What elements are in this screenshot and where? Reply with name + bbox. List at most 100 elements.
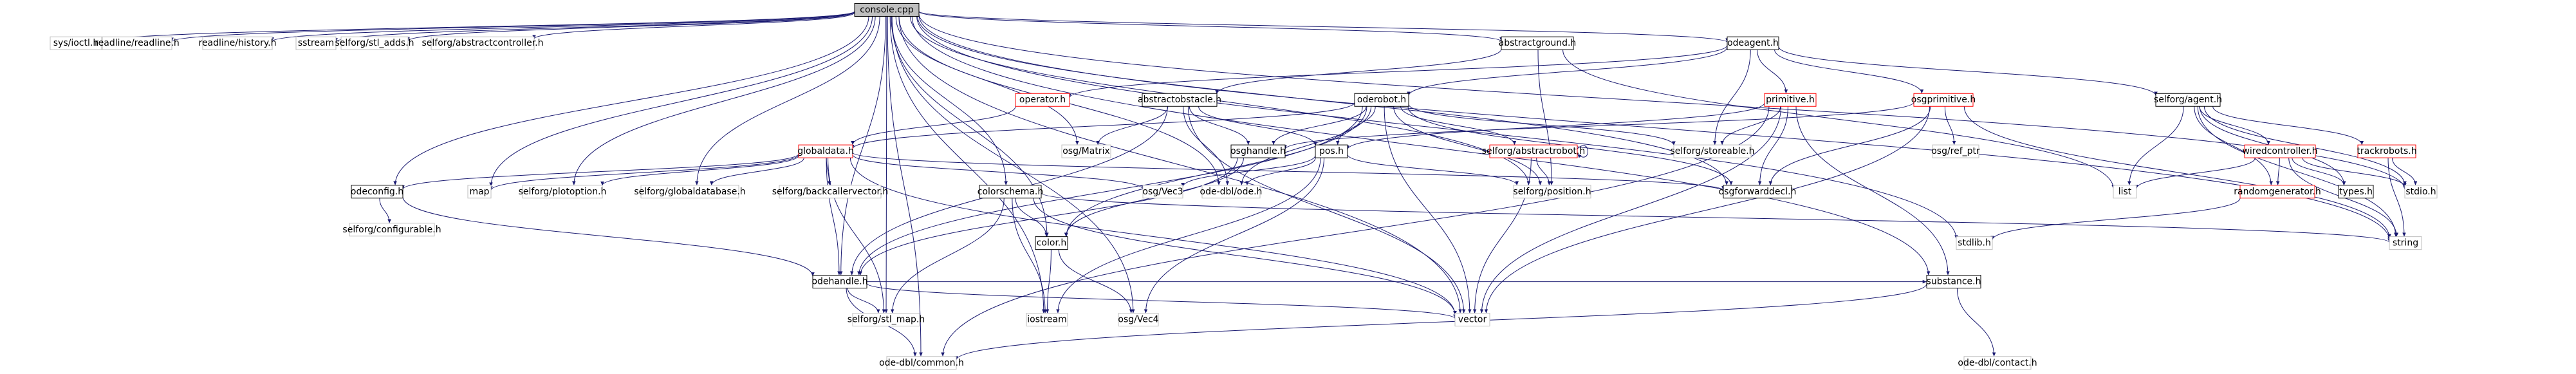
node-list[interactable]: list — [2113, 185, 2137, 199]
node-abstractground[interactable]: abstractground.h — [1499, 36, 1577, 50]
node-label: stdio.h — [2405, 187, 2436, 197]
node-stdio[interactable]: stdio.h — [2404, 185, 2438, 199]
node-box — [467, 185, 492, 199]
edge-colorschema-to-vector — [1033, 198, 1457, 315]
node-stlmap[interactable]: selforg/stl_map.h — [848, 313, 925, 327]
node-osgforwarddecl[interactable]: osgforwarddecl.h — [1719, 185, 1797, 199]
node-label: osg/Vec3 — [1142, 187, 1183, 197]
node-box — [1764, 93, 1817, 107]
edge-globaldata-to-odeconfig — [401, 153, 799, 190]
node-box — [979, 185, 1042, 199]
node-vector[interactable]: vector — [1454, 313, 1490, 327]
edge-abstractrobot-to-abstractrobot — [1577, 145, 1588, 158]
node-box — [1913, 93, 1974, 107]
node-osgprimitive[interactable]: osgprimitive.h — [1911, 93, 1976, 107]
node-label: osg/Matrix — [1062, 146, 1110, 156]
node-backcaller[interactable]: selforg/backcallervector.h — [772, 185, 889, 199]
node-box — [1489, 144, 1578, 158]
node-substance[interactable]: substance.h — [1926, 275, 1981, 289]
edge-osgprimitive-to-vector — [1484, 106, 1931, 313]
node-abstractrobot[interactable]: selforg/abstractrobot.h — [1482, 144, 1585, 158]
node-abstractcontroller[interactable]: selforg/abstractcontroller.h — [422, 36, 544, 50]
node-abstractobstacle[interactable]: abstractobstacle.h — [1138, 93, 1221, 107]
node-selforgagent[interactable]: selforg/agent.h — [2154, 93, 2222, 107]
node-posh[interactable]: pos.h — [1315, 144, 1348, 158]
node-osgmatrix[interactable]: osg/Matrix — [1061, 144, 1111, 158]
node-typesh[interactable]: types.h — [2338, 185, 2374, 199]
node-wiredcontroller[interactable]: wiredcontroller.h — [2242, 144, 2318, 158]
node-odeagent[interactable]: odeagent.h — [1727, 36, 1779, 50]
edge-odeagent-to-primitive — [1757, 50, 1788, 94]
node-primitive[interactable]: primitive.h — [1764, 93, 1817, 107]
node-box — [1354, 93, 1409, 107]
node-label: primitive.h — [1766, 95, 1815, 105]
node-box — [1956, 236, 1993, 250]
node-osgref[interactable]: osg/ref_ptr — [1931, 144, 1980, 158]
edge-console-to-iostream — [889, 16, 1046, 313]
node-box — [1201, 185, 1261, 199]
node-odeconfig[interactable]: odeconfig.h — [351, 185, 403, 199]
node-history[interactable]: readline/history.h — [199, 36, 277, 50]
edge-oderobot-to-abstractrobot — [1400, 106, 1517, 145]
node-label: colorschema.h — [978, 187, 1044, 197]
node-odecommon[interactable]: ode-dbl/common.h — [879, 356, 964, 370]
edge-primitive-to-osgforwarddecl — [1757, 106, 1788, 185]
edge-posh-to-odedeode — [1245, 158, 1316, 185]
edge-console-to-stladds — [406, 12, 855, 42]
node-stdlib[interactable]: stdlib.h — [1956, 236, 1993, 250]
edge-randomgen-to-stdlib — [1990, 198, 2241, 241]
node-label: readline/readline.h — [95, 38, 180, 48]
node-box — [50, 36, 102, 50]
node-oderobot[interactable]: oderobot.h — [1354, 93, 1409, 107]
node-box — [852, 313, 920, 327]
edge-abstractobstacle-to-osgmatrix — [1096, 106, 1169, 145]
node-plotoption[interactable]: selforg/plotoption.h — [519, 185, 607, 199]
node-stringh[interactable]: string — [2389, 236, 2422, 250]
node-map[interactable]: map — [467, 185, 492, 199]
node-label: ode-dbl/ode.h — [1200, 187, 1263, 197]
node-label: map — [469, 187, 489, 197]
node-osgvec4[interactable]: osg/Vec4 — [1118, 313, 1159, 327]
edge-odeconfig-to-configurable — [379, 198, 391, 223]
node-label: selforg/stl_adds.h — [335, 38, 414, 48]
node-configurable[interactable]: selforg/configurable.h — [342, 223, 441, 237]
node-label: pos.h — [1319, 146, 1344, 156]
node-odedeode[interactable]: ode-dbl/ode.h — [1200, 185, 1263, 199]
node-label: odehandle.h — [811, 277, 867, 287]
node-label: sys/ioctl.h — [53, 38, 98, 48]
node-colorschema[interactable]: colorschema.h — [978, 185, 1044, 199]
node-readline[interactable]: readline/readline.h — [95, 36, 180, 50]
node-box — [798, 144, 853, 158]
node-odehandle[interactable]: odehandle.h — [811, 275, 868, 289]
node-box — [1501, 36, 1574, 50]
node-colorh[interactable]: color.h — [1035, 236, 1068, 250]
node-globaldata[interactable]: globaldata.h — [797, 144, 854, 158]
node-box — [1932, 144, 1979, 158]
edge-globaldata-to-plotoption — [600, 155, 799, 186]
node-box — [812, 275, 867, 289]
node-trackrobots[interactable]: trackrobots.h — [2357, 144, 2417, 158]
node-operator[interactable]: operator.h — [1015, 93, 1070, 107]
node-label: selforg/abstractcontroller.h — [422, 38, 544, 48]
edge-odeagent-to-selforgagent — [1778, 46, 2158, 96]
node-label: osghandle.h — [1230, 146, 1286, 156]
node-iostream[interactable]: iostream — [1026, 313, 1068, 327]
node-storeable[interactable]: selforg/storeable.h — [1670, 144, 1755, 158]
edge-osgprimitive-to-stringh — [1963, 106, 2391, 238]
edge-console-to-substance — [911, 16, 1931, 276]
node-osghandle[interactable]: osghandle.h — [1230, 144, 1286, 158]
node-selforgposition[interactable]: selforg/position.h — [1513, 185, 1591, 199]
node-globaldatabase[interactable]: selforg/globaldatabase.h — [634, 185, 746, 199]
node-sysioctl[interactable]: sys/ioctl.h — [50, 36, 102, 50]
edge-globaldata-to-stlmap — [828, 158, 886, 313]
edge-console-to-odehandle — [839, 16, 886, 276]
node-label: iostream — [1027, 315, 1067, 325]
edge-colorschema-to-stlmap — [890, 198, 1005, 313]
node-stladds[interactable]: selforg/stl_adds.h — [335, 36, 414, 50]
node-randomgen[interactable]: randomgenerator.h — [2234, 185, 2321, 199]
node-box — [2113, 185, 2137, 199]
node-osgvec3[interactable]: osg/Vec3 — [1142, 185, 1183, 199]
node-odecontact[interactable]: ode-dbl/contact.h — [1958, 356, 2037, 370]
node-sstream[interactable]: sstream — [295, 36, 337, 50]
